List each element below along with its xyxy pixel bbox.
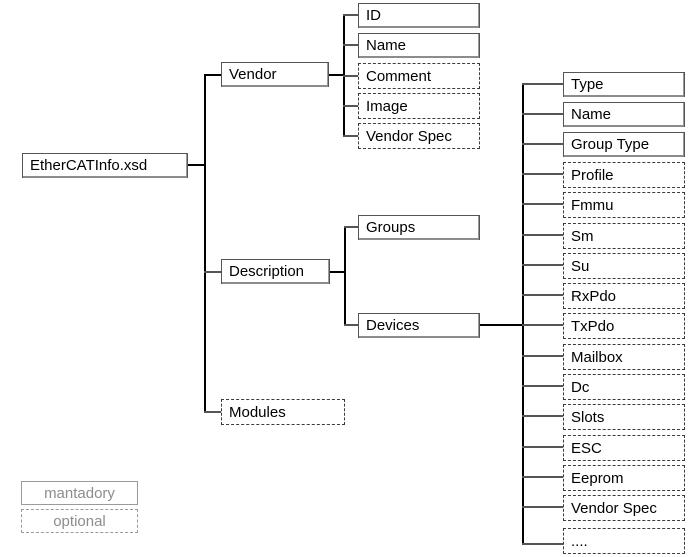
node-vendor-name[interactable]: Name <box>358 33 480 58</box>
connector-vendor-stub <box>329 74 345 76</box>
connector-root-to-trunk <box>188 164 206 166</box>
node-vendor-comment[interactable]: Comment <box>358 63 480 89</box>
connector-devices-to-txpdo <box>522 324 565 326</box>
node-device-sm[interactable]: Sm <box>563 223 685 249</box>
node-device-fmmu[interactable]: Fmmu <box>563 192 685 218</box>
connector-devices-to-su <box>522 264 565 266</box>
connector-description-to-devices <box>344 324 360 326</box>
node-device-eeprom[interactable]: Eeprom <box>563 465 685 491</box>
connector-vendor-to-comment <box>343 75 360 77</box>
node-label: TxPdo <box>571 317 615 335</box>
node-label: Sm <box>571 227 594 245</box>
node-device-more[interactable]: .... <box>563 528 685 554</box>
connector-trunk-to-description <box>204 271 222 273</box>
node-device-su[interactable]: Su <box>563 253 685 279</box>
node-label: Group Type <box>571 136 650 153</box>
node-devices[interactable]: Devices <box>358 313 480 338</box>
connector-description-bus <box>344 226 346 326</box>
connector-devices-to-dc <box>522 385 565 387</box>
legend-label: optional <box>53 512 106 530</box>
node-label: Fmmu <box>571 196 614 214</box>
connector-devices-to-slots <box>522 415 565 417</box>
legend-label: mantadory <box>44 484 115 502</box>
node-device-esc[interactable]: ESC <box>563 435 685 461</box>
legend-mandatory: mantadory <box>21 481 138 505</box>
node-label: ESC <box>571 439 602 457</box>
node-label: Image <box>366 97 408 115</box>
connector-vendor-to-image <box>343 105 360 107</box>
connector-devices-to-fmmu <box>522 203 565 205</box>
node-label: Profile <box>571 166 614 184</box>
connector-description-to-groups <box>344 226 360 228</box>
node-label: Name <box>571 106 612 123</box>
node-label: Groups <box>366 219 416 236</box>
node-vendor-image[interactable]: Image <box>358 93 480 119</box>
connector-vendor-to-vendor-spec <box>343 135 360 137</box>
connector-devices-to-eeprom <box>522 476 565 478</box>
node-device-slots[interactable]: Slots <box>563 404 685 430</box>
node-device-vendor-spec[interactable]: Vendor Spec <box>563 495 685 521</box>
node-label: Dc <box>571 378 590 396</box>
connector-devices-to-group-type <box>522 143 565 145</box>
connector-devices-to-sm <box>522 234 565 236</box>
node-groups[interactable]: Groups <box>358 215 480 240</box>
node-vendor[interactable]: Vendor <box>221 62 329 87</box>
node-label: Vendor <box>229 66 277 83</box>
node-label: Type <box>571 76 604 93</box>
node-label: Su <box>571 257 590 275</box>
node-label: ID <box>366 7 381 24</box>
connector-vendor-to-id <box>343 14 360 16</box>
node-label: .... <box>571 532 588 550</box>
connector-trunk-to-vendor <box>204 74 222 76</box>
connector-main-trunk <box>204 74 206 413</box>
node-label: EtherCATInfo.xsd <box>30 157 148 174</box>
connector-devices-to-name <box>522 113 565 115</box>
connector-devices-to-profile <box>522 173 565 175</box>
node-description[interactable]: Description <box>221 259 330 284</box>
node-device-profile[interactable]: Profile <box>563 162 685 188</box>
node-device-name[interactable]: Name <box>563 102 685 127</box>
legend-optional: optional <box>21 509 138 533</box>
node-device-dc[interactable]: Dc <box>563 374 685 400</box>
connector-devices-to-vendor-spec <box>522 506 565 508</box>
node-label: RxPdo <box>571 287 617 305</box>
node-label: Name <box>366 37 407 54</box>
connector-devices-to-type <box>522 83 565 85</box>
connector-vendor-to-name <box>343 44 360 46</box>
node-label: Devices <box>366 317 420 334</box>
connector-description-stub <box>330 271 346 273</box>
connector-devices-bus <box>522 83 524 545</box>
connector-devices-to-more <box>522 543 565 545</box>
node-device-txpdo[interactable]: TxPdo <box>563 313 685 339</box>
node-vendor-id[interactable]: ID <box>358 3 480 28</box>
node-label: Modules <box>229 403 286 421</box>
connector-devices-to-rxpdo <box>522 294 565 296</box>
connector-devices-to-mailbox <box>522 355 565 357</box>
connector-trunk-to-modules <box>204 411 222 413</box>
node-label: Description <box>229 263 305 280</box>
node-label: Mailbox <box>571 348 623 366</box>
node-label: Vendor Spec <box>366 127 452 145</box>
node-device-group-type[interactable]: Group Type <box>563 132 685 157</box>
node-device-rxpdo[interactable]: RxPdo <box>563 283 685 309</box>
node-device-type[interactable]: Type <box>563 72 685 97</box>
connector-devices-stub <box>480 324 524 326</box>
node-ethercatinfo-xsd[interactable]: EtherCATInfo.xsd <box>22 153 188 178</box>
connector-devices-to-esc <box>522 446 565 448</box>
node-label: Comment <box>366 67 432 85</box>
node-modules[interactable]: Modules <box>221 399 345 425</box>
node-label: Eeprom <box>571 469 624 487</box>
node-device-mailbox[interactable]: Mailbox <box>563 344 685 370</box>
node-label: Slots <box>571 408 605 426</box>
node-vendor-spec[interactable]: Vendor Spec <box>358 123 480 149</box>
node-label: Vendor Spec <box>571 499 657 517</box>
